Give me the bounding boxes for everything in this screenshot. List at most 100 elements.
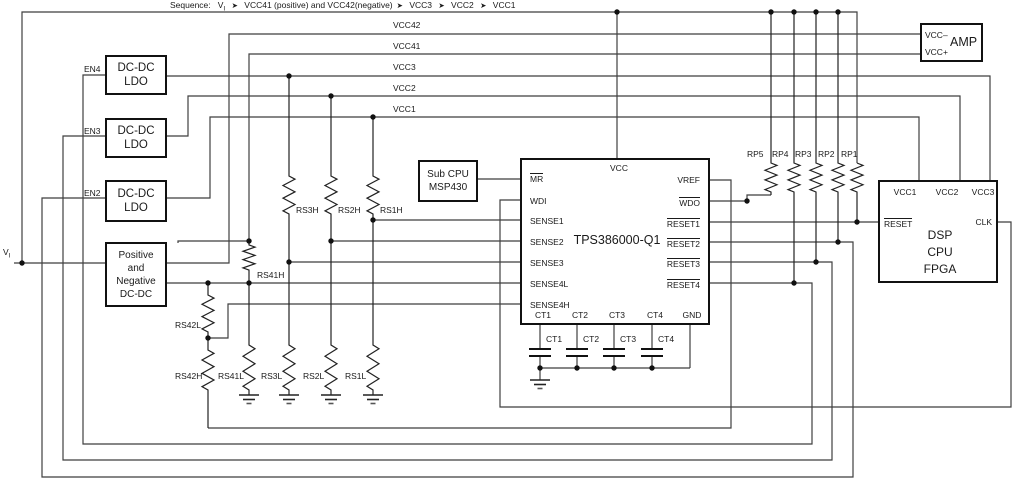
ground-rs2l <box>321 394 341 405</box>
chip-pin-reset1: RESET1 <box>666 218 700 229</box>
cap-ct2 <box>566 348 588 357</box>
rail-label-vcc3: VCC3 <box>393 62 416 72</box>
rail-label-vcc42: VCC42 <box>393 20 421 30</box>
vi-label: VI <box>3 247 11 260</box>
resistor-rs41h <box>241 241 257 283</box>
chip-pin-sense1: SENSE1 <box>530 216 564 226</box>
resistor-label-rp5: RP5 <box>747 149 764 159</box>
block-dsp-cpu-fpga: VCC1 VCC2 VCC3 RESET CLK DSP CPU FPGA <box>878 180 998 283</box>
resistor-label-rp4: RP4 <box>772 149 789 159</box>
amp-pin-vcc-plus: VCC+ <box>925 47 948 57</box>
junction-dot <box>370 114 376 120</box>
resistor-label-rs42h: RS42H <box>175 371 203 381</box>
chip-pin-wdi: WDI <box>530 196 547 206</box>
block-amp: VCC– VCC+ AMP <box>920 23 983 62</box>
junction-dot <box>205 335 211 341</box>
resistor-label-rs42l: RS42L <box>175 320 201 330</box>
sequence-note: Sequence: VI ➤ VCC41 (positive) and VCC4… <box>170 0 516 13</box>
resistor-rs3h <box>281 76 297 262</box>
chip-pin-sense3: SENSE3 <box>530 258 564 268</box>
chip-pin-reset3: RESET3 <box>666 258 700 269</box>
cap-label-ct3: CT3 <box>620 334 637 344</box>
ground-caps <box>530 379 550 390</box>
rail-label-vcc1: VCC1 <box>393 104 416 114</box>
junction-dot <box>611 365 617 371</box>
arrow-icon: ➤ <box>396 1 403 10</box>
resistor-rs1h <box>365 117 381 220</box>
chip-pin-ct1: CT1 <box>534 310 552 320</box>
en2-label: EN2 <box>84 188 101 198</box>
chip-pin-reset4: RESET4 <box>666 279 700 290</box>
chip-pin-ct3: CT3 <box>608 310 626 320</box>
cap-ct1 <box>529 348 551 357</box>
chip-pin-ct4: CT4 <box>646 310 664 320</box>
junction-dot <box>286 259 292 265</box>
block-dcdc-ldo-2: DC-DC LDO <box>105 180 167 222</box>
junction-dot <box>813 9 819 15</box>
junction-dot <box>768 9 774 15</box>
chip-pin-vref: VREF <box>677 175 700 185</box>
resistor-label-rs2l: RS2L <box>303 371 325 381</box>
ground-rs1l <box>363 394 383 405</box>
en4-label: EN4 <box>84 64 101 74</box>
arrow-icon: ➤ <box>438 1 445 10</box>
resistor-rp2 <box>830 12 846 242</box>
cap-ct4 <box>641 348 663 357</box>
vi-symbol: V <box>217 0 224 10</box>
resistor-rp5 <box>763 12 779 195</box>
resistor-rp1 <box>849 162 865 222</box>
block-dcdc-ldo-3: DC-DC LDO <box>105 118 167 158</box>
cap-label-ct1: CT1 <box>546 334 563 344</box>
junction-dot <box>813 259 819 265</box>
dsp-pin-vcc2: VCC2 <box>935 187 959 197</box>
resistor-rs42l <box>200 283 216 338</box>
resistor-label-rs1h: RS1H <box>380 205 403 215</box>
chip-pin-ct2: CT2 <box>571 310 589 320</box>
wire-sense4h <box>208 303 520 339</box>
resistor-rs1l <box>365 220 381 395</box>
resistor-rs2h <box>323 96 339 241</box>
wire-vi-rail <box>21 11 858 263</box>
dsp-pin-reset: RESET <box>884 218 913 229</box>
arrow-icon: ➤ <box>231 1 238 10</box>
block-dcdc-ldo-4: DC-DC LDO <box>105 55 167 95</box>
rail-label-vcc41: VCC41 <box>393 41 421 51</box>
resistor-label-rs3h: RS3H <box>296 205 319 215</box>
junction-dot <box>328 238 334 244</box>
amp-name: AMP <box>950 35 978 49</box>
resistor-rs3l <box>281 262 297 395</box>
junction-dot <box>744 198 750 204</box>
junction-dot <box>835 9 841 15</box>
junction-dot <box>286 73 292 79</box>
junction-dot <box>370 217 376 223</box>
cap-label-ct2: CT2 <box>583 334 600 344</box>
wire-vref-rs42h <box>208 179 732 429</box>
chip-pin-sense4h: SENSE4H <box>530 300 570 310</box>
chip-tps386000: VCC TPS386000-Q1 MR WDI SENSE1 SENSE2 SE… <box>520 158 710 325</box>
wire-pn-to-vcc41 <box>177 240 249 243</box>
junction-dot <box>328 93 334 99</box>
dsp-pin-vcc1: VCC1 <box>893 187 917 197</box>
sequence-prefix: Sequence: <box>170 0 211 10</box>
en3-label: EN3 <box>84 126 101 136</box>
wire-wdi-clk-loop <box>499 199 1012 408</box>
junction-dot <box>854 219 860 225</box>
junction-dot <box>649 365 655 371</box>
resistor-label-rs2h: RS2H <box>338 205 361 215</box>
wire-wdo <box>710 194 771 202</box>
cap-ct3 <box>603 348 625 357</box>
wire-vcc41-rail <box>248 53 920 241</box>
chip-pin-vcc: VCC <box>610 163 628 173</box>
cap-label-ct4: CT4 <box>658 334 675 344</box>
resistor-label-rs3l: RS3L <box>261 371 283 381</box>
junction-dot <box>835 239 841 245</box>
block-sub-cpu-msp430: Sub CPU MSP430 <box>418 160 478 202</box>
resistor-rp4 <box>786 12 802 283</box>
wire-reset2-en2 <box>41 197 854 478</box>
ground-rs3l <box>279 394 299 405</box>
chip-pin-sense4l: SENSE4L <box>530 279 569 289</box>
wire-vcc2-rail <box>167 95 961 180</box>
resistor-label-rs41l: RS41L <box>218 371 244 381</box>
chip-name: TPS386000-Q1 <box>573 233 661 247</box>
